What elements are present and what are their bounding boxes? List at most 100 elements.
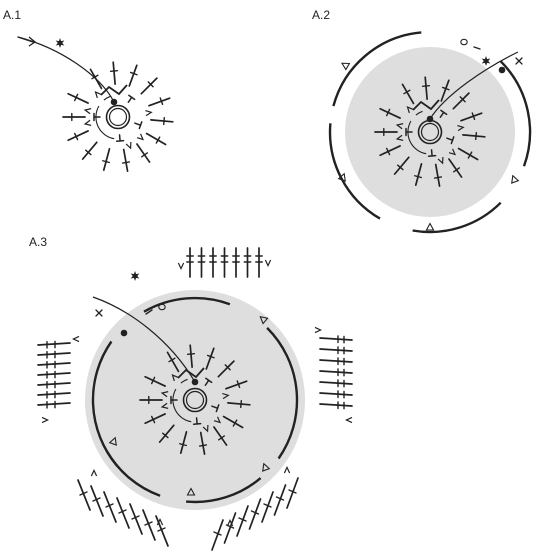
triangle-icon <box>425 222 435 231</box>
v-stitch-icon <box>344 416 353 424</box>
treble-stitch-icon <box>452 92 470 110</box>
t-stitch-icon <box>427 149 437 157</box>
treble-stitch-icon <box>145 132 167 146</box>
t-stitch-icon <box>127 94 136 104</box>
inner-round-arc <box>103 95 111 101</box>
treble-stitch-icon <box>440 79 450 102</box>
petal-arc <box>499 60 532 167</box>
slip-stitch-dot-icon <box>120 329 128 337</box>
treble-stitch-icon <box>179 431 188 454</box>
v-stitch-icon <box>213 416 222 424</box>
diagram-a1: A.1 <box>3 8 174 173</box>
v-stitch-icon <box>202 424 209 433</box>
treble-stitch-icon <box>62 112 86 122</box>
petal-arc <box>143 296 231 313</box>
arrow-icon <box>17 36 37 47</box>
treble-stitch-icon <box>67 130 89 142</box>
t-stitch-icon <box>204 377 213 387</box>
star-icon <box>130 271 140 281</box>
treble-stitch-icon <box>460 112 483 122</box>
slip-stitch-dot-icon <box>498 66 506 74</box>
treble-stitch-icon <box>144 413 166 425</box>
treble-stitch-icon <box>198 431 208 456</box>
outer-fan-bottom-right <box>211 465 299 551</box>
treble-stitch-icon <box>158 424 175 443</box>
treble-stitch-icon <box>462 131 486 141</box>
outer-fan-left <box>37 335 80 424</box>
v-stitch-icon <box>171 373 179 382</box>
treble-stitch-icon <box>144 375 166 387</box>
inner-round-arc <box>415 110 423 116</box>
v-stitch-icon <box>83 108 92 115</box>
treble-stitch-icon <box>102 148 111 171</box>
treble-stitch-icon <box>379 145 401 157</box>
v-stitch-icon <box>136 133 145 141</box>
triangle-icon <box>262 462 271 472</box>
round-background-disc <box>345 47 515 217</box>
inner-round-arc <box>95 105 115 140</box>
x-stitch-icon <box>95 309 103 317</box>
t-stitch-icon <box>170 395 178 405</box>
v-stitch-icon <box>314 326 323 334</box>
working-yarn-line <box>17 36 115 103</box>
petal-arc <box>328 123 381 220</box>
inner-round-arc <box>407 120 427 155</box>
v-stitch-icon <box>160 402 169 409</box>
v-stitch-icon <box>395 134 404 141</box>
treble-stitch-icon <box>166 351 180 373</box>
magic-ring-icon <box>105 104 131 130</box>
treble-stitch-icon <box>121 148 131 173</box>
chain-stitch-icon <box>460 38 468 46</box>
outer-fan-bottom-left <box>77 468 169 547</box>
treble-stitch-icon <box>148 97 171 107</box>
treble-stitch-icon <box>213 426 228 446</box>
v-stitch-icon <box>125 141 132 150</box>
treble-stitch-icon <box>448 158 463 178</box>
treble-stitch-icon <box>67 92 89 104</box>
treble-stitch-icon <box>421 76 431 100</box>
treble-stitch-icon <box>225 380 248 390</box>
triangle-icon <box>337 172 346 182</box>
petal-arc <box>266 327 299 460</box>
treble-stitch-icon <box>186 344 196 368</box>
triangle-icon <box>259 316 269 325</box>
treble-stitch-icon <box>222 415 244 429</box>
t-stitch-icon <box>192 417 202 425</box>
triangle-icon <box>186 487 196 496</box>
treble-stitch-icon <box>379 107 401 119</box>
round-start-zigzag <box>100 84 128 96</box>
treble-stitch-icon <box>140 77 158 95</box>
v-stitch-icon <box>437 156 444 165</box>
treble-stitch-icon <box>374 127 398 137</box>
chain-stitch-icon <box>158 303 166 311</box>
petal-arc <box>332 31 422 107</box>
v-stitch-icon <box>177 262 185 271</box>
t-stitch-icon <box>439 109 448 119</box>
treble-stitch-icon <box>393 156 410 175</box>
inner-round-arc <box>172 388 192 423</box>
diagram-a2: A.2 <box>312 8 532 234</box>
t-stitch-icon <box>134 121 143 130</box>
t-stitch-icon <box>93 112 101 122</box>
round-start-zigzag <box>412 99 440 111</box>
t-stitch-icon <box>405 127 413 137</box>
working-yarn-line <box>92 296 196 383</box>
treble-stitch-icon <box>227 399 251 409</box>
round-background-disc <box>85 290 305 510</box>
petal-arc <box>185 477 262 504</box>
treble-stitch-icon <box>150 116 174 126</box>
v-stitch-icon <box>457 124 465 132</box>
treble-stitch-icon <box>457 147 479 161</box>
working-yarn-line <box>429 51 519 120</box>
magic-ring-icon <box>182 387 208 413</box>
star-icon <box>55 38 65 48</box>
diagram-label: A.1 <box>3 8 21 22</box>
v-stitch-icon <box>41 416 50 424</box>
v-stitch-icon <box>283 465 291 474</box>
v-stitch-icon <box>83 119 92 126</box>
treble-stitch-icon <box>136 143 151 163</box>
treble-stitch-icon <box>81 141 98 160</box>
round-start-zigzag <box>177 367 205 379</box>
v-stitch-icon <box>264 259 272 268</box>
outer-fan-right <box>314 326 353 424</box>
